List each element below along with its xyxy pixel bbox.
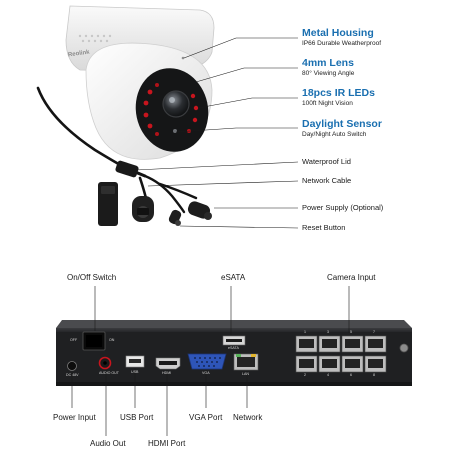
camera-illustration: [65, 5, 215, 160]
label-hdmi-port: HDMI Port: [148, 439, 186, 448]
label-audio-out: Audio Out: [90, 439, 126, 448]
round-connector: [132, 196, 154, 222]
label-on-off-switch: On/Off Switch: [67, 273, 117, 282]
power-plug: [187, 201, 212, 220]
label-waterproof-lid: Waterproof Lid: [302, 157, 351, 166]
camera-lens: [162, 90, 190, 118]
label-network: Network: [233, 413, 263, 422]
panel-text-dc: DC 48V: [66, 373, 79, 377]
port-number-5: 5: [350, 330, 352, 334]
port-number-6: 6: [350, 373, 352, 377]
waterproof-lid: [115, 160, 139, 178]
label-esata: eSATA: [221, 273, 246, 282]
feature-metal-housing-title: Metal Housing: [302, 27, 374, 39]
feature-daylight-sensor-title: Daylight Sensor: [302, 118, 382, 130]
panel-text-vga: VGA: [202, 371, 210, 375]
port-number-8: 8: [373, 373, 375, 377]
feature-lens-subtitle: 80° Viewing Angle: [302, 70, 355, 77]
panel-text-usb: USB: [131, 370, 139, 374]
port-number-7: 7: [373, 330, 375, 334]
feature-ir-leds-subtitle: 100ft Night Vision: [302, 100, 353, 107]
feature-ir-leds-title: 18pcs IR LEDs: [302, 87, 375, 99]
label-reset-button: Reset Button: [302, 223, 346, 232]
panel-text-hdmi: HDMI: [162, 371, 172, 375]
nvr-leader-lines: [71, 286, 350, 436]
nvr-illustration: [56, 320, 412, 386]
camera-leader-lines: [135, 37, 299, 229]
panel-text-audio: AUDIO OUT: [99, 371, 119, 375]
label-vga-port: VGA Port: [189, 413, 223, 422]
label-network-cable: Network Cable: [302, 176, 352, 185]
network-connector: [98, 182, 118, 226]
port-number-2: 2: [304, 373, 306, 377]
label-power-input: Power Input: [53, 413, 96, 422]
daylight-sensor: [173, 129, 177, 133]
label-power-supply: Power Supply (Optional): [302, 203, 384, 212]
label-camera-input: Camera Input: [327, 273, 376, 282]
feature-lens-title: 4mm Lens: [302, 57, 354, 69]
feature-metal-housing-subtitle: IP66 Durable Weatherproof: [302, 40, 382, 47]
port-number-1: 1: [304, 330, 306, 334]
panel-text-off: OFF: [70, 338, 78, 342]
panel-text-lan: LAN: [242, 372, 249, 376]
power-input-jack: [67, 361, 77, 371]
label-usb-port: USB Port: [120, 413, 154, 422]
port-number-4: 4: [327, 373, 329, 377]
port-number-3: 3: [327, 330, 329, 334]
ir-led-array: [143, 83, 199, 136]
reset-button: [168, 209, 182, 226]
panel-text-on: ON: [109, 338, 115, 342]
panel-text-esata: eSATA: [228, 346, 239, 350]
feature-daylight-sensor-subtitle: Day/Night Auto Switch: [302, 131, 367, 138]
vent-dots: [78, 34, 112, 43]
